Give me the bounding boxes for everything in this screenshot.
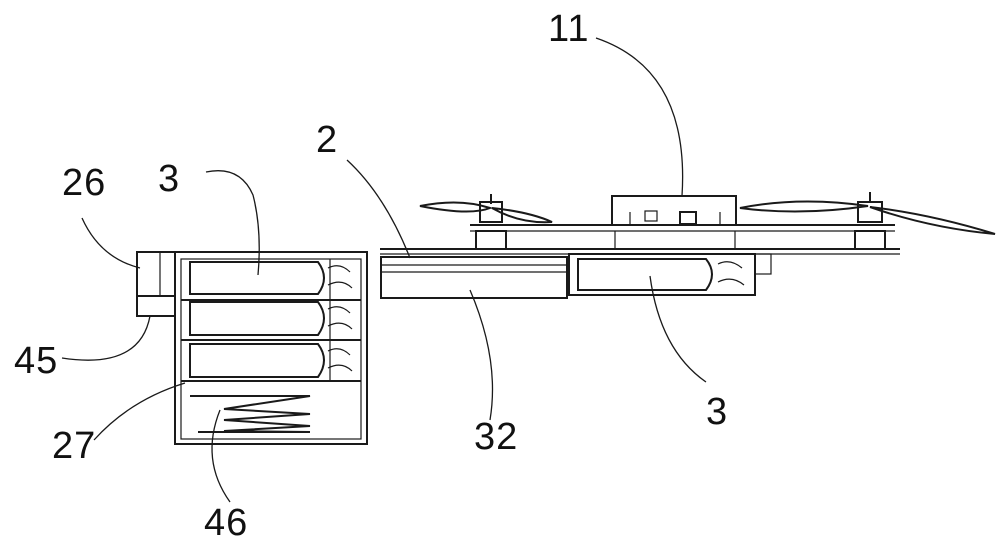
- label-27: 27: [52, 425, 97, 467]
- magazine-inner-wall: [180, 258, 362, 440]
- controller-box: [611, 195, 737, 226]
- leader-11: [595, 37, 684, 197]
- right-motor-mount: [854, 230, 886, 250]
- battery-magazine: [174, 251, 368, 445]
- right-propeller-blade-a: [739, 200, 869, 213]
- housing-latch: [754, 253, 772, 275]
- part-45-bracket: [136, 296, 175, 317]
- battery-3: [189, 343, 325, 378]
- battery-2: [189, 301, 325, 336]
- label-2: 2: [316, 119, 339, 161]
- label-3-top: 3: [158, 158, 181, 200]
- magazine-housing: [174, 251, 368, 445]
- leader-27: [93, 382, 186, 441]
- label-46: 46: [204, 502, 249, 544]
- label-45: 45: [14, 340, 59, 382]
- right-propeller-blade-b: [869, 206, 996, 235]
- leader-26: [81, 217, 141, 269]
- battery-3-wires: [327, 348, 353, 372]
- left-motor-mount: [475, 230, 507, 250]
- battery-stack: [189, 261, 353, 378]
- onboard-battery: [577, 258, 713, 291]
- battery-2-wires: [327, 306, 353, 330]
- onboard-battery-housing: [568, 253, 756, 296]
- label-26: 26: [62, 162, 107, 204]
- chip-1: [644, 210, 658, 222]
- rail-32: [380, 256, 568, 299]
- leader-2: [346, 159, 411, 259]
- onboard-battery-wires: [717, 261, 745, 286]
- left-propeller-blade-b: [491, 207, 553, 224]
- part-26-inner: [159, 251, 176, 297]
- drone: [380, 192, 996, 299]
- battery-1: [189, 261, 325, 295]
- chip-2: [679, 211, 697, 225]
- leader-46: [211, 409, 231, 503]
- label-32: 32: [474, 416, 519, 458]
- spring: [190, 395, 311, 433]
- leader-3-bottom: [649, 275, 707, 383]
- left-propeller-blade-a: [419, 201, 493, 213]
- part-26-block: [136, 251, 176, 297]
- leader-3-top: [205, 170, 260, 276]
- battery-1-wires: [327, 265, 353, 289]
- label-11: 11: [548, 8, 590, 50]
- leader-32: [469, 289, 494, 421]
- label-3-bottom: 3: [706, 391, 729, 433]
- leader-45: [61, 315, 151, 361]
